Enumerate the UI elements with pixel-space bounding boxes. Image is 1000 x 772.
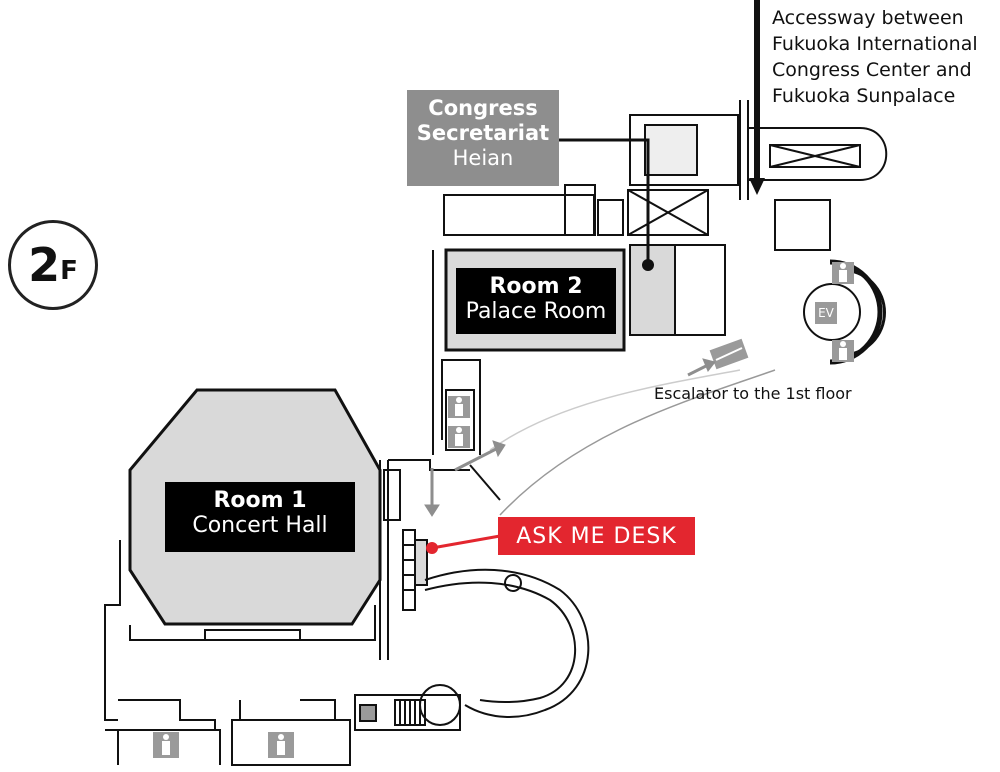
room2-label[interactable]: Room 2 Palace Room (456, 268, 616, 334)
ask-desk-leader (426, 534, 501, 554)
bottom-wing (105, 699, 351, 766)
upper-walls (443, 100, 749, 336)
floor-number: 2 (28, 238, 61, 292)
secretariat-subtitle: Heian (452, 146, 514, 170)
restroom-icon (153, 732, 179, 758)
secretariat-label[interactable]: Congress Secretariat Heian (407, 90, 559, 186)
floor-badge: 2 F (8, 220, 98, 310)
accessway-corridor (748, 127, 888, 181)
room2-title: Room 2 (489, 274, 583, 299)
restroom-icon (448, 426, 470, 448)
restroom-icon (448, 396, 470, 418)
lower-stair-block (354, 684, 461, 731)
accessway-label: Accessway between Fukuoka International … (772, 5, 978, 109)
restroom-icon (832, 262, 854, 284)
ask-me-desk-label[interactable]: ASK ME DESK (498, 517, 695, 555)
room1-walls (104, 460, 401, 721)
walk-route (499, 369, 776, 516)
arrow-icon (424, 358, 716, 517)
stairs-icon (402, 529, 428, 611)
room1-label[interactable]: Room 1 Concert Hall (165, 482, 355, 552)
floor-suffix: F (60, 256, 78, 286)
accessway-line1: Accessway between (772, 7, 964, 29)
room2-subtitle: Palace Room (465, 299, 607, 324)
accessway-line3: Congress Center and (772, 59, 972, 81)
elevator-tower (774, 199, 886, 365)
secretariat-title-line2: Secretariat (416, 121, 550, 145)
restroom-icon (832, 340, 854, 362)
secretariat-area[interactable] (629, 244, 676, 336)
room1-title: Room 1 (213, 488, 307, 513)
accessway-line4: Fukuoka Sunpalace (772, 85, 956, 107)
accessway-line2: Fukuoka International (772, 33, 978, 55)
room1-subtitle: Concert Hall (192, 513, 328, 538)
walk-route (489, 369, 741, 451)
secretariat-marker (642, 259, 654, 271)
accessway-arrow (749, 0, 765, 195)
escalator-icon (709, 338, 749, 370)
restroom-icon (268, 732, 294, 758)
secretariat-title-line1: Congress (428, 96, 538, 120)
curved-walkway (424, 568, 590, 718)
secretariat-leader (559, 138, 650, 265)
corridor-walls (388, 250, 501, 501)
elevator-label: EV (815, 302, 837, 324)
escalator-label: Escalator to the 1st floor (654, 384, 852, 403)
